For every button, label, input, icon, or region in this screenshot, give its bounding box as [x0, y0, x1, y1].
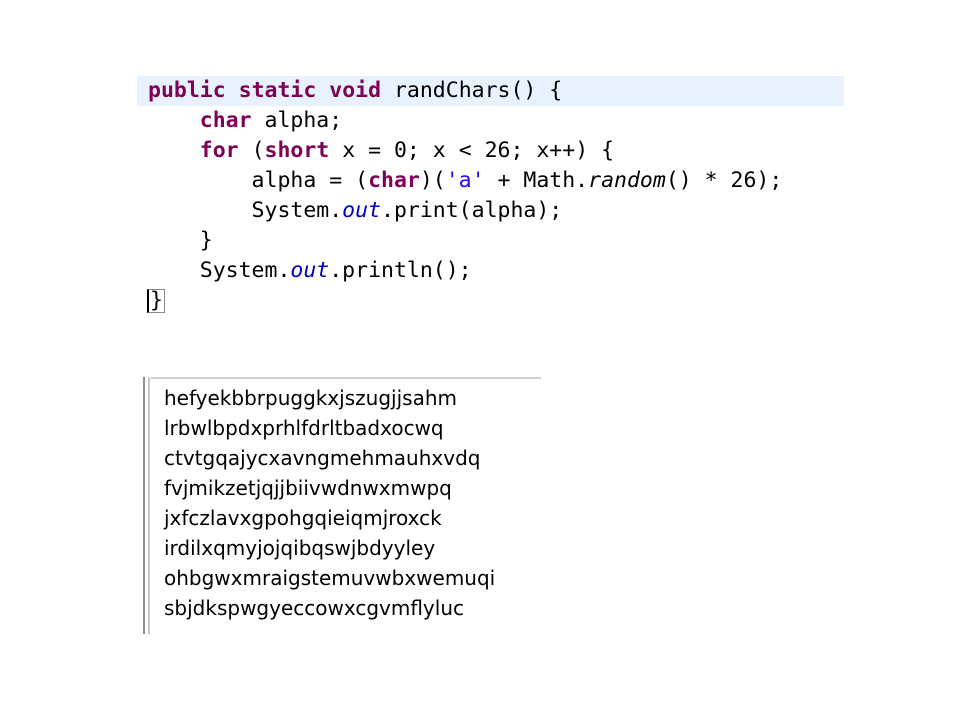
- code-line[interactable]: System.out.print(alpha);: [137, 196, 844, 226]
- code-token: + Math.: [484, 168, 589, 193]
- code-token: for: [199, 138, 239, 163]
- console-output-line: fvjmikzetjqjjbiivwdnwxmwpq: [164, 476, 452, 500]
- code-token: [148, 138, 200, 163]
- code-line-text: alpha = (char)('a' + Math.random() * 26)…: [137, 168, 783, 193]
- code-editor[interactable]: public static void randChars() { char al…: [137, 76, 844, 316]
- code-token: [148, 108, 200, 133]
- console-output-line: jxfczlavxgpohgqieiqmjroxck: [164, 506, 442, 530]
- code-token: randChars() {: [381, 78, 563, 103]
- code-token: .println();: [329, 258, 472, 283]
- code-token: System.: [148, 258, 291, 283]
- console-border-inner: [148, 377, 150, 634]
- console-output-line: sbjdkspwgyeccowxcgvmflyluc: [164, 596, 464, 620]
- code-token: x = 0; x < 26; x++) {: [329, 138, 615, 163]
- code-token: out: [342, 198, 382, 223]
- console-output-line: lrbwlbpdxprhlfdrltbadxocwq: [164, 416, 444, 440]
- code-token: [316, 78, 329, 103]
- code-line-text: }: [137, 288, 165, 313]
- code-token: () * 26);: [665, 168, 783, 193]
- code-line-text: }: [137, 228, 213, 253]
- code-line[interactable]: }: [137, 286, 844, 316]
- code-token: }: [147, 289, 165, 313]
- code-line[interactable]: alpha = (char)('a' + Math.random() * 26)…: [137, 166, 844, 196]
- code-token: public: [148, 78, 226, 103]
- code-token: 'a': [445, 168, 485, 193]
- code-token: .print(alpha);: [381, 198, 563, 223]
- code-token: void: [329, 78, 382, 103]
- code-line[interactable]: System.out.println();: [137, 256, 844, 286]
- code-token: char: [199, 108, 252, 133]
- console-output-line: ohbgwxmraigstemuvwbxwemuqi: [164, 566, 496, 590]
- code-line-text: for (short x = 0; x < 26; x++) {: [137, 138, 614, 163]
- code-line[interactable]: for (short x = 0; x < 26; x++) {: [137, 136, 844, 166]
- console-output-line: irdilxqmyjojqibqswjbdyyley: [164, 536, 436, 560]
- code-token: static: [238, 78, 317, 103]
- console-top-border: [151, 377, 541, 379]
- code-line-text: System.out.print(alpha);: [137, 198, 563, 223]
- code-token: [226, 78, 239, 103]
- code-line[interactable]: public static void randChars() {: [137, 76, 844, 106]
- code-token: alpha;: [251, 108, 343, 133]
- console-output-line: hefyekbbrpuggkxjszugjjsahm: [164, 386, 457, 410]
- console-output: hefyekbbrpuggkxjszugjjsahm lrbwlbpdxprhlf…: [143, 377, 541, 634]
- console-output-line: ctvtgqajycxavngmehmauhxvdq: [164, 446, 481, 470]
- code-token: )(: [419, 168, 446, 193]
- code-token: random: [588, 168, 666, 193]
- code-token: short: [264, 138, 330, 163]
- code-token: }: [148, 228, 213, 253]
- code-line-text: System.out.println();: [137, 258, 472, 283]
- code-token: (: [238, 138, 265, 163]
- code-token: alpha = (: [148, 168, 369, 193]
- code-line-text: public static void randChars() {: [137, 78, 562, 103]
- code-line-text: char alpha;: [137, 108, 342, 133]
- code-token: out: [290, 258, 330, 283]
- code-line[interactable]: char alpha;: [137, 106, 844, 136]
- code-token: System.: [148, 198, 343, 223]
- code-token: char: [368, 168, 420, 193]
- code-line[interactable]: }: [137, 226, 844, 256]
- console-border: [143, 377, 145, 634]
